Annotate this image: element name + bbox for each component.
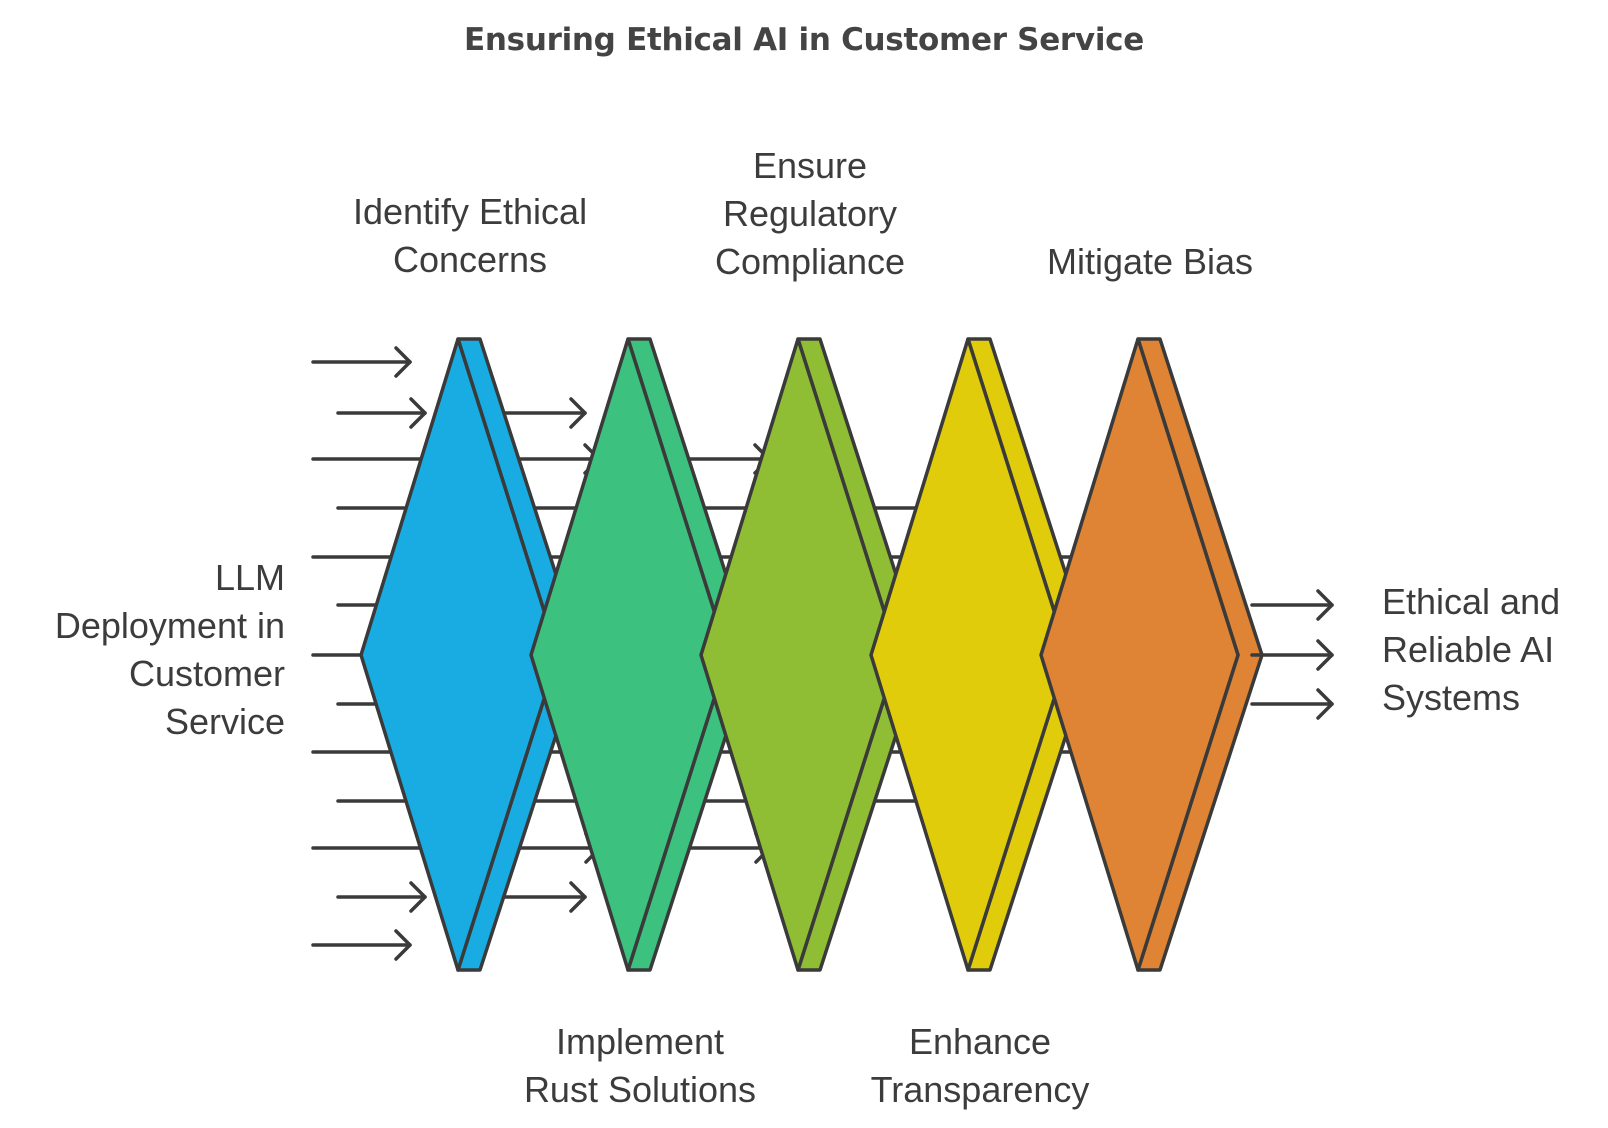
stage-label-line: Enhance [908,1021,1052,1062]
arrow-icon [311,346,412,378]
output-label: Ethical and Reliable AI Systems [1382,578,1602,722]
arrow-icon [496,881,587,913]
chevron-face [359,337,560,972]
input-label-line: Customer [128,653,285,694]
stage-label-line: Rust Solutions [523,1069,757,1110]
chevron-face [869,337,1070,972]
diagram-title: Ensuring Ethical AI in Customer Service [464,22,1144,58]
stage-chevron [359,337,584,972]
stage-label-identify: Identify Ethical Concerns [310,188,630,284]
stage-label-line: Implement [555,1021,725,1062]
chevron-face [1039,337,1240,972]
arrow-icon [1250,589,1334,621]
input-label-line: LLM [214,557,285,598]
arrow-icon [336,881,427,913]
stage-label-compliance: Ensure Regulatory Compliance [650,142,970,286]
stage-label-line: Mitigate Bias [1046,241,1254,282]
chevron-face [529,337,730,972]
stage-chevron [1039,337,1264,972]
stage-label-line: Concerns [392,239,548,280]
arrow-icon [496,397,587,429]
arrow-icon [1250,639,1334,671]
stage-label-line: Ensure [752,145,868,186]
input-label-line: Deployment in [54,605,285,646]
stage-label-line: Compliance [714,241,906,282]
stage-label-line: Transparency [870,1069,1090,1110]
stage-label-line: Regulatory [722,193,898,234]
input-label-line: Service [164,701,285,742]
stage-label-transparency: Enhance Transparency [820,1018,1140,1114]
stage-label-bias: Mitigate Bias [990,238,1310,286]
stage-label-line: Identify Ethical [352,191,588,232]
stage-label-implement: Implement Rust Solutions [480,1018,800,1114]
input-label: LLM Deployment in Customer Service [30,554,285,746]
output-label-line: Ethical and [1382,581,1561,622]
output-label-line: Systems [1382,677,1521,718]
arrow-icon [311,929,412,961]
arrow-icon [336,397,427,429]
chevron-face [699,337,900,972]
output-label-line: Reliable AI [1382,629,1555,670]
arrow-icon [1250,688,1334,720]
